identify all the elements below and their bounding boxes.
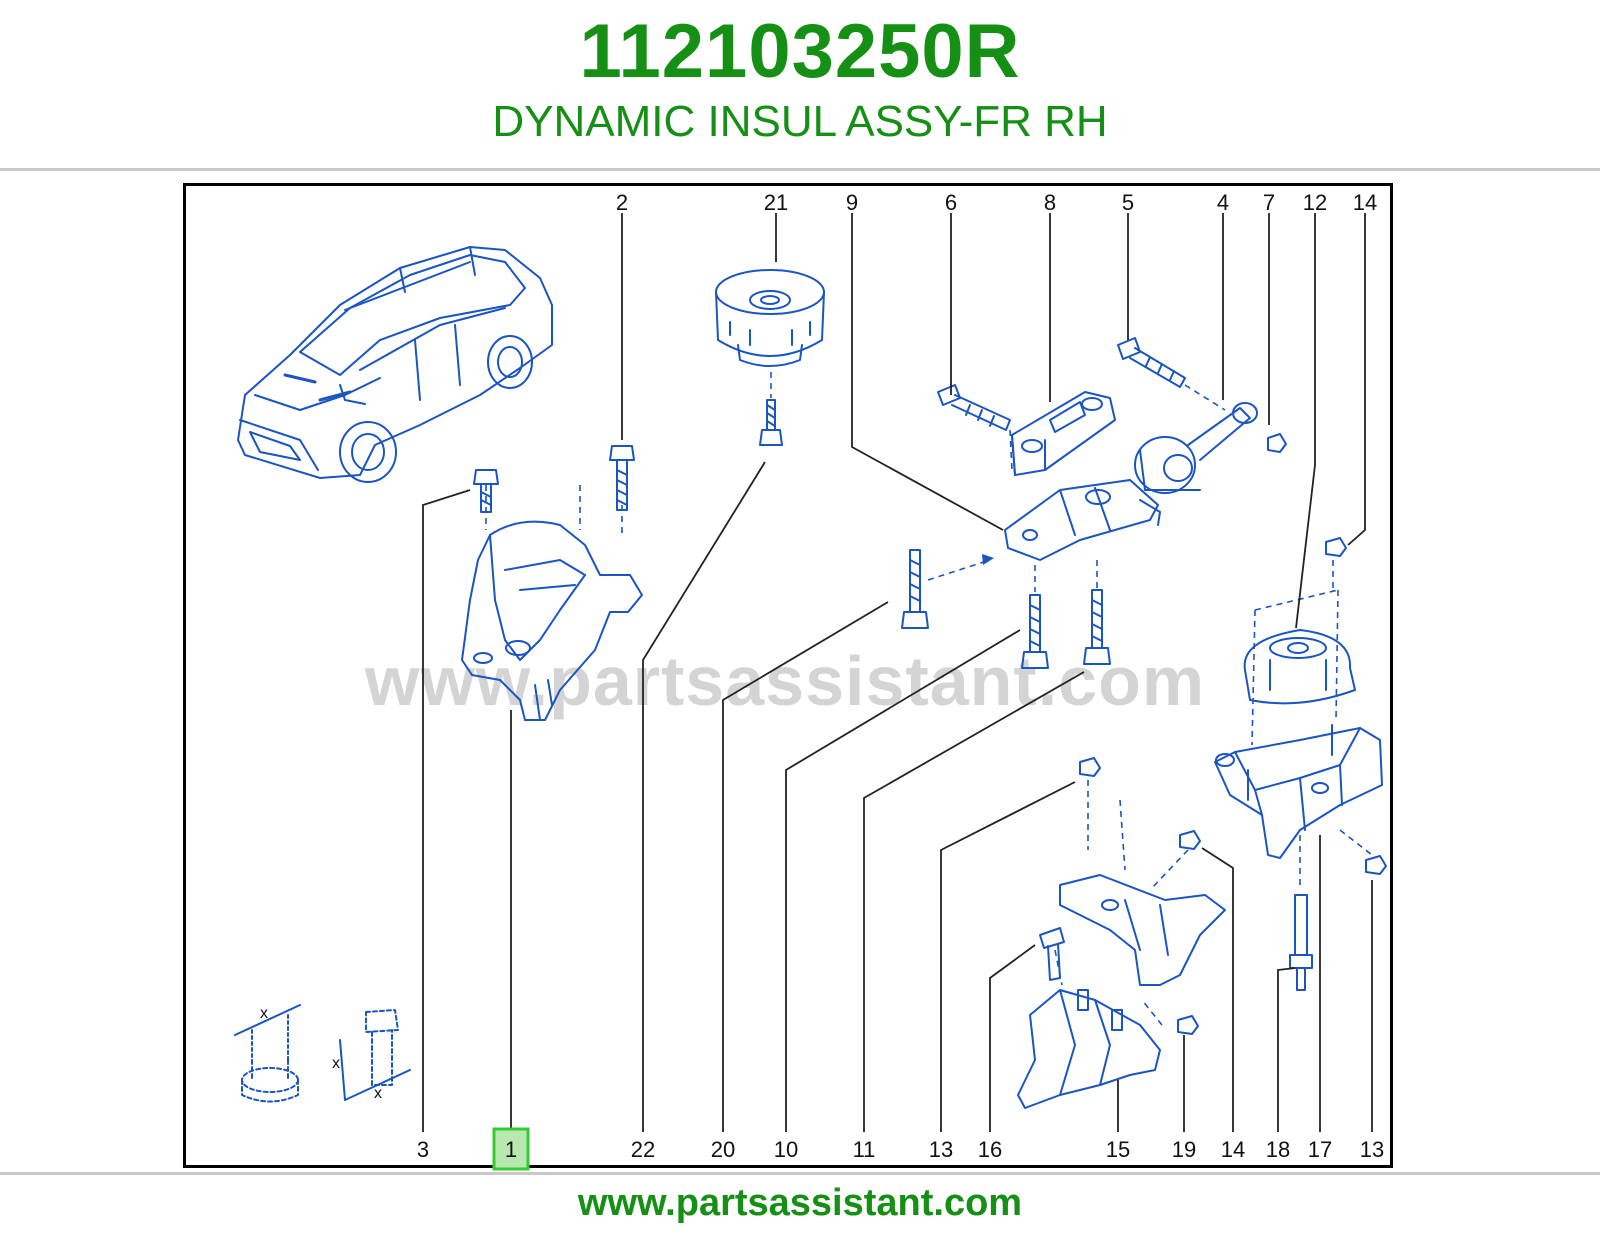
- bolt-part-22: [759, 399, 783, 446]
- damper-part-21: [715, 269, 825, 367]
- bolt-part-20: [901, 549, 929, 629]
- callout-13-right: 13: [1360, 1137, 1384, 1162]
- nut-torque-detail: [234, 1004, 301, 1103]
- bushing-part-4: [1134, 402, 1258, 494]
- callout-8: 8: [1044, 190, 1056, 215]
- part-name-subtitle: DYNAMIC INSUL ASSY-FR RH: [492, 97, 1108, 146]
- footer-url-link[interactable]: www.partsassistant.com: [577, 1182, 1023, 1224]
- bolt-part-10: [1021, 594, 1049, 669]
- callout-20: 20: [711, 1137, 735, 1162]
- callout-14-top: 14: [1353, 190, 1377, 215]
- lower-mount-part-15: [1017, 989, 1161, 1109]
- callout-9: 9: [846, 190, 858, 215]
- callout-18: 18: [1266, 1137, 1290, 1162]
- part-number-title: 112103250R: [579, 9, 1021, 94]
- callout-2: 2: [616, 190, 628, 215]
- callout-16: 16: [978, 1137, 1002, 1162]
- callout-14-bottom: 14: [1221, 1137, 1245, 1162]
- callout-5: 5: [1122, 190, 1134, 215]
- bracket-upper-part-15: [1059, 874, 1226, 986]
- bottom-divider: [0, 1172, 1600, 1175]
- engine-mount-part-1: [461, 520, 643, 721]
- callout-12: 12: [1303, 190, 1327, 215]
- nut-part-14-bottom: [1179, 830, 1201, 850]
- callout-1: 1: [505, 1137, 517, 1162]
- callout-22: 22: [631, 1137, 655, 1162]
- callout-15: 15: [1106, 1137, 1130, 1162]
- dimension-mark: x: [332, 1055, 340, 1072]
- nut-part-14-top: [1325, 537, 1347, 557]
- nut-part-13-right: [1365, 855, 1387, 875]
- dimension-mark: x: [374, 1085, 382, 1102]
- callout-10: 10: [774, 1137, 798, 1162]
- callout-4: 4: [1217, 190, 1229, 215]
- highlight-box: [492, 1127, 530, 1171]
- nut-part-13-left: [1079, 757, 1101, 777]
- nut-part-19: [1177, 1015, 1199, 1035]
- callout-6: 6: [945, 190, 957, 215]
- bolt-part-6: [937, 384, 1011, 431]
- top-divider: [0, 168, 1600, 171]
- callout-3: 3: [417, 1137, 429, 1162]
- callout-17: 17: [1308, 1137, 1332, 1162]
- mount-part-12: [1243, 629, 1356, 705]
- callout-21: 21: [764, 190, 788, 215]
- dimension-mark: x: [260, 1005, 268, 1022]
- callout-11: 11: [853, 1137, 876, 1162]
- torque-rod-part-8: [1011, 391, 1116, 476]
- diagram-frame: [183, 183, 1393, 1168]
- vehicle-illustration: [237, 246, 553, 483]
- callout-13-left: 13: [929, 1137, 953, 1162]
- bolt-part-3: [473, 469, 499, 513]
- bolt-part-5: [1117, 337, 1186, 388]
- bracket-part-9: [1004, 479, 1161, 561]
- watermark-text: www.partsassistant.com: [364, 642, 1205, 720]
- nut-part-7: [1267, 433, 1287, 453]
- bracket-part-17: [1214, 724, 1383, 859]
- stud-part-18: [1289, 894, 1313, 991]
- bolt-part-16: [1039, 927, 1065, 981]
- bolt-torque-detail: [339, 1009, 411, 1101]
- bolt-part-11: [1083, 589, 1111, 665]
- callout-19: 19: [1172, 1137, 1196, 1162]
- callout-7: 7: [1263, 190, 1275, 215]
- bolt-part-2: [609, 445, 635, 511]
